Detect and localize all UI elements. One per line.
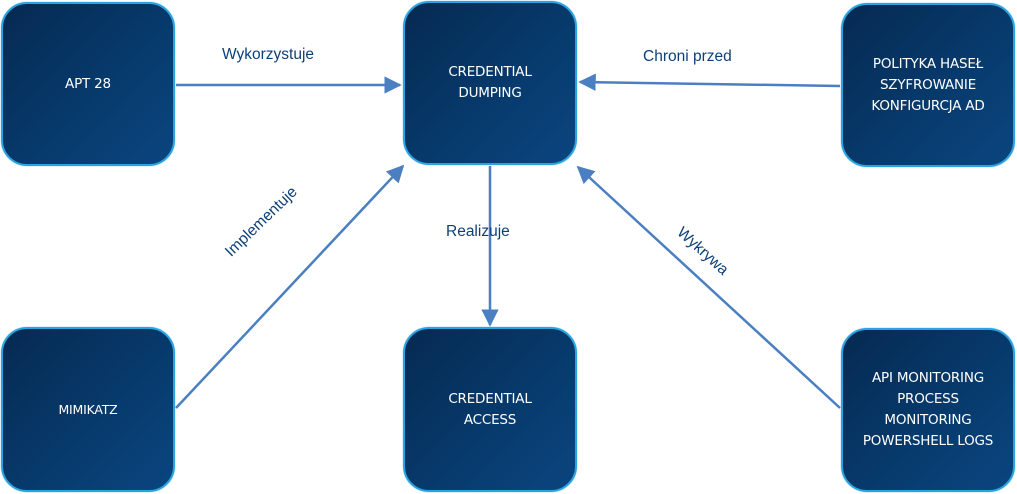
node-credential-access-label: CREDENTIAL ACCESS	[448, 390, 532, 428]
edge-implementuje	[175, 164, 405, 409]
edge-chroni-przed	[578, 73, 841, 91]
node-detection[interactable]: API MONITORING PROCESS MONITORING POWERS…	[841, 328, 1015, 492]
node-credential-dumping[interactable]: CREDENTIAL DUMPING	[403, 1, 577, 165]
node-apt28-label: APT 28	[65, 75, 111, 92]
node-defenses[interactable]: POLITYKA HASEŁ SZYFROWANIE KONFIGURCJA A…	[841, 3, 1015, 167]
node-credential-dumping-label: CREDENTIAL DUMPING	[448, 64, 532, 101]
node-credential-access[interactable]: CREDENTIAL ACCESS	[403, 327, 577, 492]
node-detection-label: API MONITORING PROCESS MONITORING POWERS…	[862, 370, 994, 449]
node-mimikatz[interactable]: MIMIKATZ	[1, 327, 175, 492]
node-defenses-label: POLITYKA HASEŁ SZYFROWANIE KONFIGURCJA A…	[871, 55, 985, 114]
node-mimikatz-label: MIMIKATZ	[58, 402, 118, 417]
node-apt28[interactable]: APT 28	[1, 2, 175, 166]
edge-label-realizuje: Realizuje	[446, 223, 510, 240]
edge-wykrywa	[576, 165, 841, 409]
edge-label-chroni-przed: Chroni przed	[643, 48, 732, 65]
edge-label-wykorzystuje: Wykorzystuje	[222, 46, 315, 63]
